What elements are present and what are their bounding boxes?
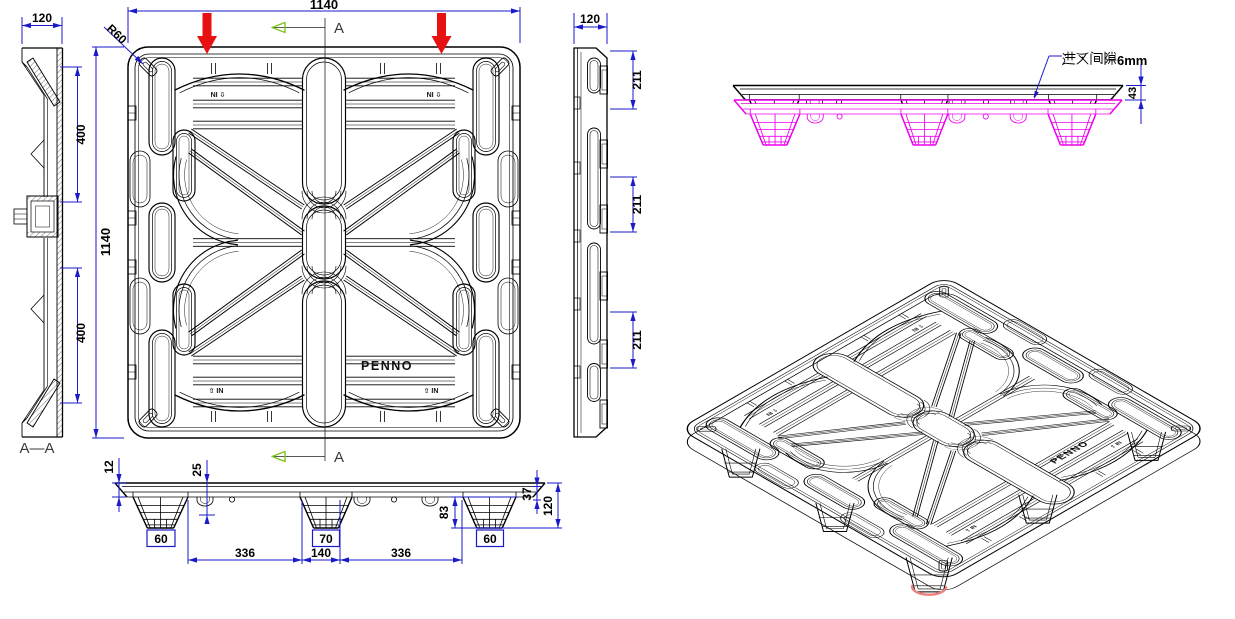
section-aa-view [13,17,82,438]
dim-total-h: 120 [541,496,555,516]
dim-foot-w1: 60 [154,532,168,546]
dim-top-height: 1140 [98,228,113,256]
dim-aa-width: 120 [32,11,52,25]
isometric-top-face: PENNO NI ⇩ NI ⇩ ⇧ IN ⇧ IN [686,280,1201,578]
dim-aa-seg2: 400 [74,323,88,343]
isometric-feet [721,431,1166,593]
dim-side-seg1: 211 [630,70,644,90]
dim-side-seg3: 211 [630,330,644,350]
section-letter-top: A [334,20,344,37]
section-letter-bottom: A [334,449,344,466]
nested-stack-view [732,51,1146,146]
in-mark-iso-2: ⇧ IN [1108,440,1124,449]
section-cut-line [271,18,326,463]
dim-span3: 336 [391,546,411,560]
dim-top-width: 1140 [310,0,338,12]
section-aa-title: A—A [19,440,54,457]
dim-front-deck: 25 [190,463,204,477]
fork-gap-note-latin: 6mm [1117,53,1147,68]
ni-mark-1: NI ⇩ [211,92,226,99]
load-direction-arrows [197,13,452,54]
dim-span2: 140 [311,546,331,560]
front-view [112,458,562,564]
ni-mark-2: NI ⇩ [427,92,442,99]
in-mark-1: ⇧ IN [209,387,224,395]
brand-label-top: PENNO [361,359,413,373]
fork-gap-leader [1033,55,1062,99]
stack-highlight-arc [910,584,948,596]
dim-foot-w3: 60 [483,532,497,546]
dim-rim: 37 [520,487,534,501]
dim-side-width: 120 [580,12,600,26]
in-mark-iso-1: ⇧ IN [963,524,979,533]
dim-side-seg2: 211 [630,194,644,214]
in-mark-2: ⇧ IN [424,387,439,395]
isometric-rim-bottom [686,293,1201,591]
top-view [92,7,521,439]
dim-foot-h: 83 [437,506,451,520]
ni-mark-iso-1: NI ⇩ [765,408,780,417]
right-side-view [573,13,637,438]
dim-foot-w2: 70 [319,532,333,546]
dim-front-lip: 12 [102,460,116,474]
isometric-view: PENNO NI ⇩ NI ⇩ ⇧ IN ⇧ IN [686,280,1201,593]
ni-mark-iso-2: NI ⇩ [911,324,926,333]
dim-aa-seg1: 400 [74,124,88,144]
dim-nest-gap: 43 [1127,87,1139,99]
dim-span1: 336 [235,546,255,560]
